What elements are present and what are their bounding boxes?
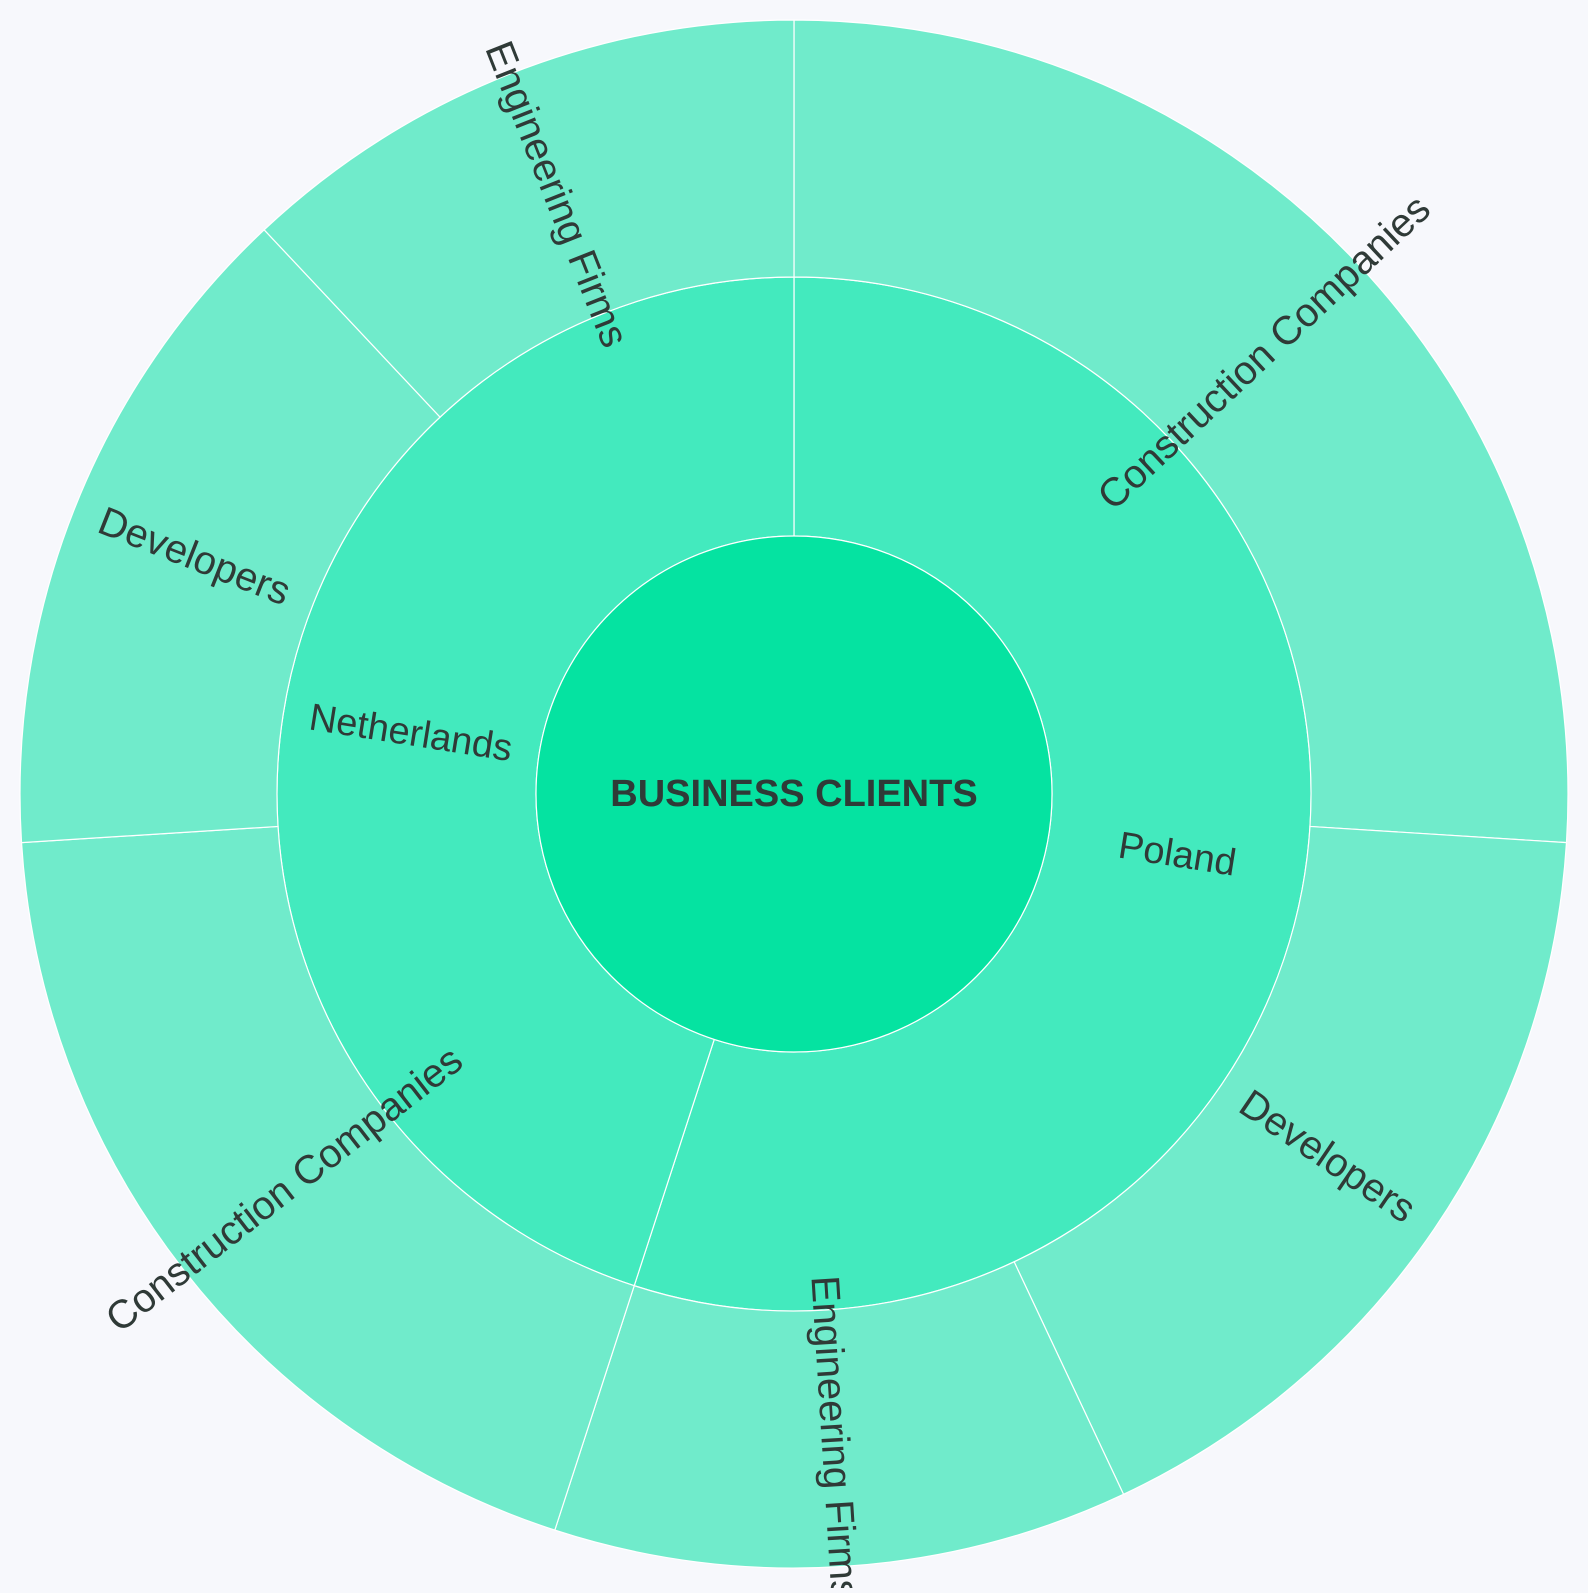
sector-netherlands-construction-companies[interactable] bbox=[20, 825, 635, 1531]
sector-root[interactable] bbox=[535, 535, 1053, 1053]
sector-netherlands-engineering-firms[interactable] bbox=[263, 19, 795, 418]
sector-netherlands-developers[interactable] bbox=[19, 228, 441, 844]
sector-poland-engineering-firms[interactable] bbox=[554, 1261, 1125, 1569]
sector-poland-developers[interactable] bbox=[1013, 825, 1568, 1496]
root-label: BUSINESS CLIENTS bbox=[610, 773, 977, 815]
sector-poland-construction-companies[interactable] bbox=[793, 19, 1569, 844]
